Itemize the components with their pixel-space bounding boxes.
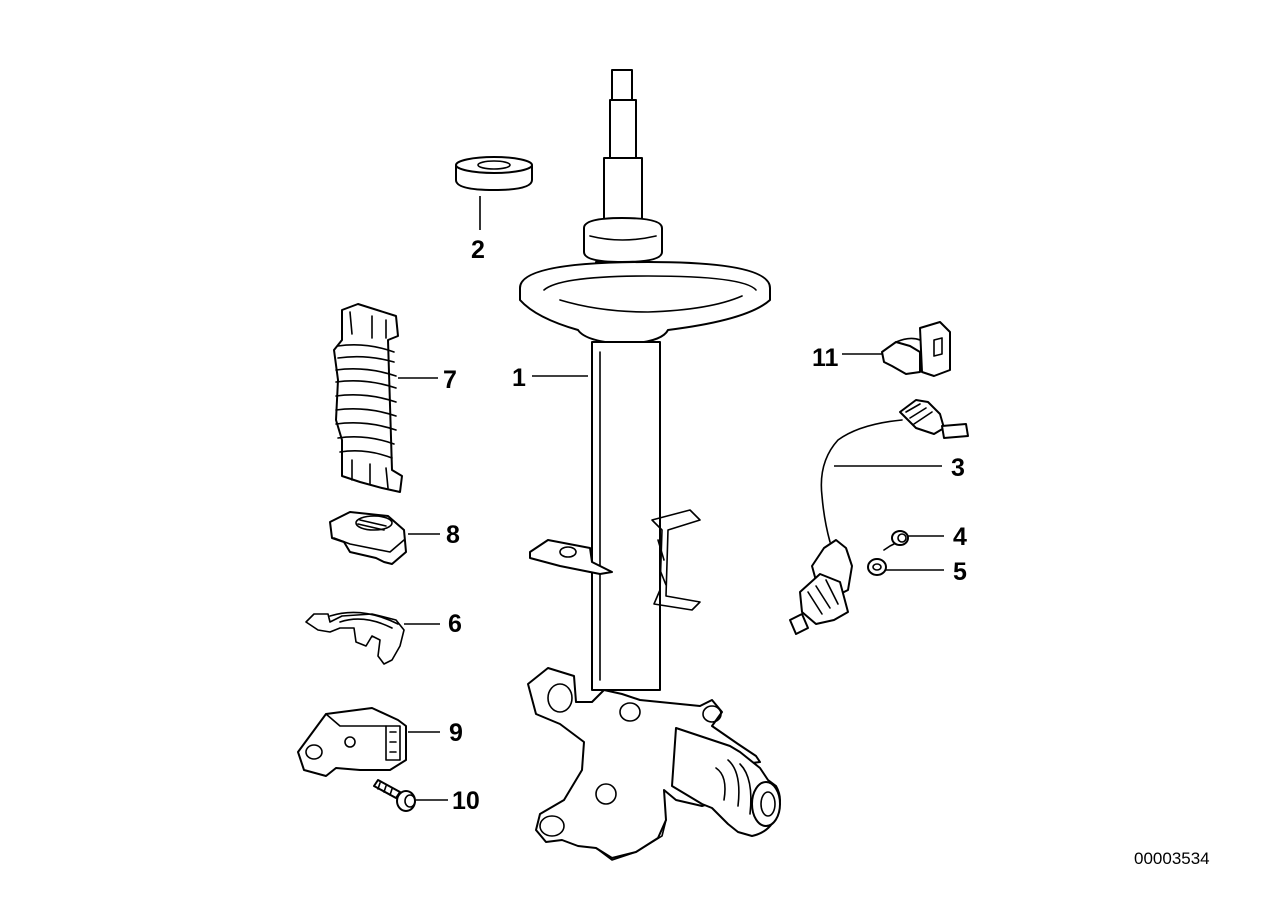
part-7-protective-boot[interactable] [333, 303, 403, 493]
callout-11: 11 [812, 344, 839, 372]
callout-10: 10 [452, 787, 480, 815]
callout-4: 4 [953, 523, 967, 551]
callout-2: 2 [471, 236, 485, 264]
part-1-strut-assembly[interactable] [519, 69, 781, 861]
callout-7: 7 [443, 366, 457, 394]
callout-6: 6 [448, 610, 462, 638]
part-11-cable-clip[interactable] [881, 321, 951, 377]
callout-3: 3 [951, 454, 965, 482]
part-2-washer-ring[interactable] [455, 156, 533, 191]
part-6-spring-clip[interactable] [305, 611, 405, 665]
part-10-bolt[interactable] [373, 779, 416, 812]
diagram-id: 00003534 [1134, 849, 1210, 868]
part-4-screw[interactable] [883, 530, 909, 551]
callout-1: 1 [512, 364, 526, 392]
callout-5: 5 [953, 558, 967, 586]
callout-8: 8 [446, 521, 460, 549]
part-9-sensor-housing[interactable] [297, 707, 407, 777]
part-3-wear-sensor-cable[interactable] [789, 399, 969, 635]
part-8-mount-pad[interactable] [329, 511, 407, 565]
callout-9: 9 [449, 719, 463, 747]
part-5-washer[interactable] [867, 558, 887, 576]
